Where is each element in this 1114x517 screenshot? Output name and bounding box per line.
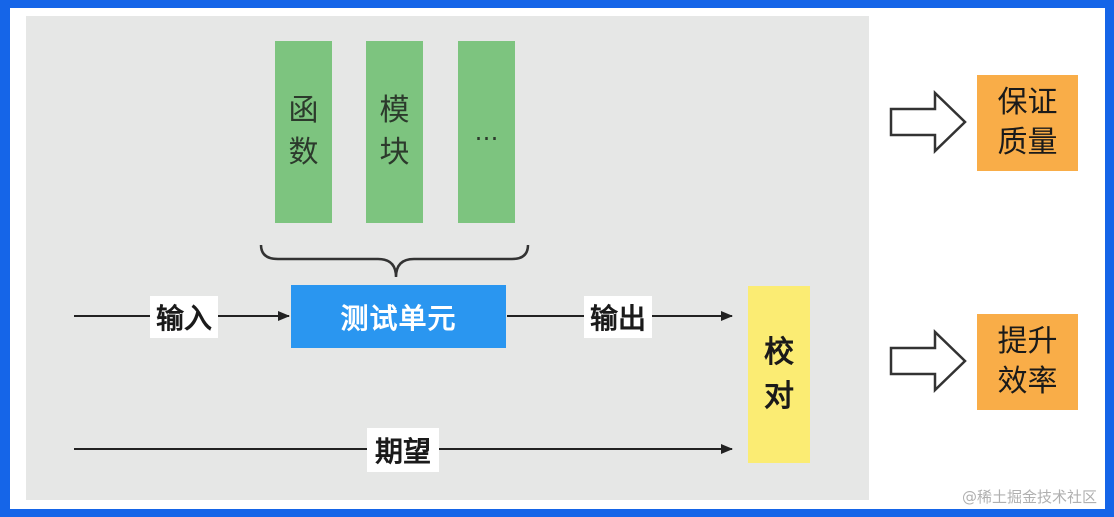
output-label-text: 输出 [589, 302, 646, 335]
input-label-text: 输入 [155, 302, 212, 335]
module-box-more: … [458, 41, 515, 223]
module-box-module: 模块 [366, 41, 423, 223]
expected-label-text: 期望 [374, 435, 431, 468]
outcome-box-quality: 保证质量 [977, 75, 1078, 171]
outcome-label-efficiency: 提升效率 [997, 324, 1058, 399]
input-label: 输入 [150, 296, 218, 338]
watermark: @稀土掘金技术社区 [961, 488, 1097, 506]
output-label: 输出 [584, 296, 652, 338]
connectors [74, 90, 967, 454]
module-label-module: 模块 [379, 93, 410, 170]
diagram-canvas: 函数 模块 … 输入 测试单元 输出 期望 校对 保证质量 提升效率 @稀土掘金… [10, 8, 1105, 509]
module-label-function: 函数 [288, 93, 319, 170]
outcome-label-quality: 保证质量 [997, 85, 1058, 160]
module-box-function: 函数 [275, 41, 332, 223]
compare-box: 校对 [748, 286, 810, 463]
quality-arrow-icon [889, 90, 967, 154]
unit-under-test-label: 测试单元 [340, 301, 457, 335]
efficiency-arrow-icon [889, 329, 967, 393]
module-label-more: … [474, 118, 499, 146]
unit-under-test-box: 测试单元 [291, 285, 506, 348]
module-brace [259, 244, 530, 278]
expected-label: 期望 [367, 428, 439, 472]
compare-label: 校对 [764, 334, 794, 414]
outcome-box-efficiency: 提升效率 [977, 314, 1078, 410]
